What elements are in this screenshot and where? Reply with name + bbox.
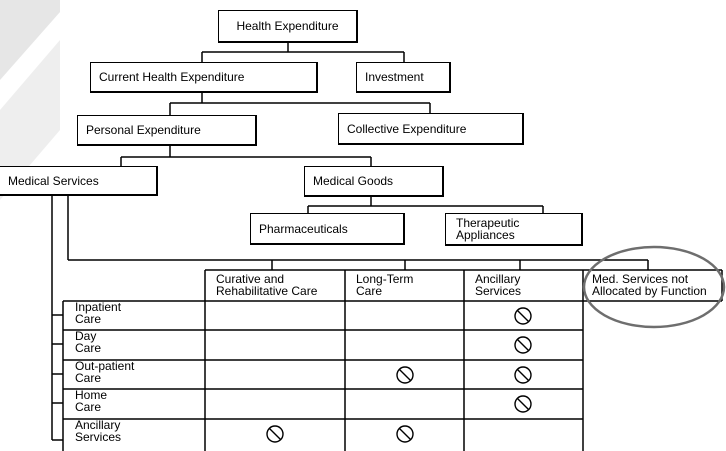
row-header-inpatient: Inpatient Care	[63, 301, 205, 325]
node-health-expenditure: Health Expenditure	[218, 10, 358, 43]
node-personal-expenditure: Personal Expenditure	[77, 115, 257, 146]
column-header-line1: Curative and	[216, 272, 285, 286]
node-pharmaceuticals: Pharmaceuticals	[250, 213, 405, 245]
column-header-line1: Ancillary	[475, 272, 521, 286]
prohibited-circle-icon	[514, 395, 532, 413]
row-header-line1: Out-patient	[75, 359, 135, 373]
row-header-day: Day Care	[63, 330, 205, 354]
prohibited-circle-icon	[396, 425, 414, 443]
prohibited-circle-icon	[396, 366, 414, 384]
column-header-line2: Rehabilitative Care	[216, 284, 318, 298]
column-header-line1: Long-Term	[356, 272, 414, 286]
row-header-ancillary: Ancillary Services	[63, 419, 205, 443]
therapeutic-line2: Appliances	[456, 228, 515, 242]
prohibited-circle-icon	[514, 366, 532, 384]
node-current-health-expenditure: Current Health Expenditure	[90, 62, 318, 93]
column-header-line2: Care	[356, 284, 383, 298]
row-header-line2: Care	[75, 370, 102, 385]
watermark-shape-icon	[0, 0, 60, 200]
column-header-line1: Med. Services not	[592, 272, 689, 286]
row-header-line2: Care	[75, 311, 102, 326]
row-header-line1: Inpatient	[75, 300, 122, 314]
column-header-line2: Allocated by Function	[592, 284, 707, 298]
therapeutic-line1: Therapeutic	[456, 216, 520, 230]
column-header-curative: Curative and Rehabilitative Care	[205, 270, 345, 297]
column-header-long-term: Long-Term Care	[345, 270, 464, 297]
node-medical-goods: Medical Goods	[304, 166, 444, 197]
node-therapeutic-appliances: Therapeutic Appliances	[445, 213, 583, 246]
row-header-out-patient: Out-patient Care	[63, 360, 205, 384]
row-header-line1: Home	[75, 388, 108, 402]
row-header-line2: Care	[75, 399, 102, 414]
column-header-ancillary: Ancillary Services	[464, 270, 583, 297]
ellipse-highlight-icon	[582, 245, 726, 329]
row-header-line1: Day	[75, 329, 97, 343]
column-header-line2: Services	[475, 284, 522, 298]
row-header-home: Home Care	[63, 389, 205, 413]
row-header-line2: Services	[75, 429, 122, 444]
column-header-not-allocated: Med. Services not Allocated by Function	[583, 270, 722, 297]
prohibited-circle-icon	[266, 425, 284, 443]
node-collective-expenditure: Collective Expenditure	[338, 113, 524, 145]
row-header-line2: Care	[75, 340, 102, 355]
node-investment: Investment	[356, 62, 451, 93]
row-header-line1: Ancillary	[75, 418, 121, 432]
prohibited-circle-icon	[514, 336, 532, 354]
node-medical-services: Medical Services	[0, 166, 158, 196]
prohibited-circle-icon	[514, 307, 532, 325]
